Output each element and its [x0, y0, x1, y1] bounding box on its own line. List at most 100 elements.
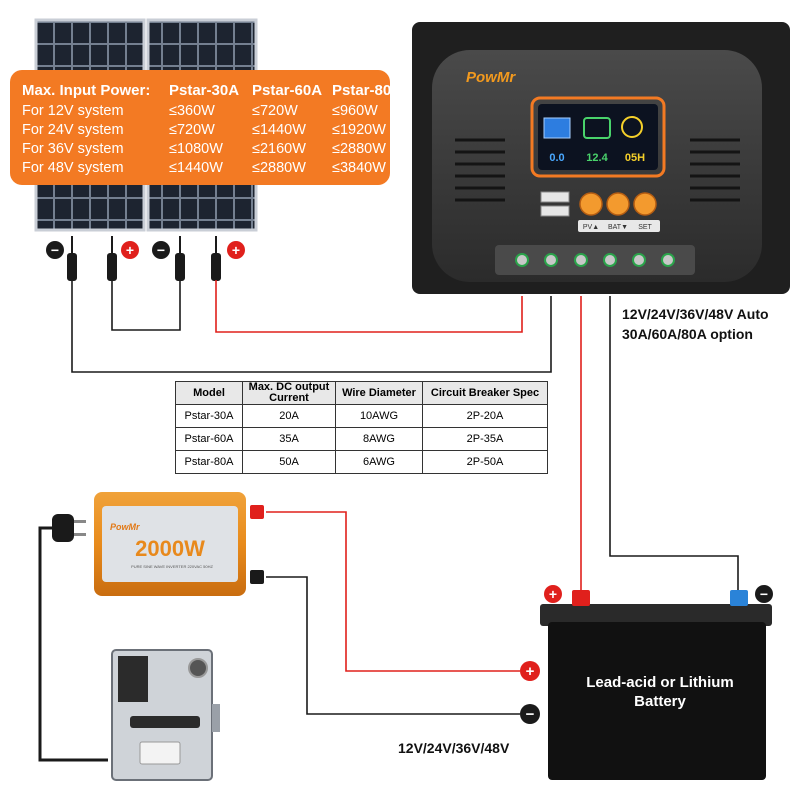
power-cell: ≤1440W [252, 122, 306, 138]
spec-cell: 50A [242, 450, 336, 474]
ac-plug [52, 514, 86, 542]
usb-port-top [540, 191, 570, 203]
ac-cable [38, 526, 108, 762]
bulb-icon [621, 116, 643, 138]
panel-polarity-badges: − + − + [46, 241, 245, 259]
set-button[interactable] [633, 192, 657, 216]
power-cell: ≤720W [252, 103, 298, 119]
panel1-positive-icon [121, 241, 139, 259]
spec-cell: Pstar-80A [175, 450, 243, 474]
display-battery-value: 12.4 [586, 152, 608, 164]
battery-negative-wire [609, 296, 739, 590]
power-cell: ≤1440W [169, 160, 223, 176]
battery: + − Lead-acid or Lithium Battery [540, 585, 773, 780]
controller-voltage-note: 12V/24V/36V/48V Auto 30A/60A/80A option [622, 304, 769, 344]
panel2-positive-icon [227, 241, 245, 259]
spec-table-row: Pstar-80A 50A 6AWG 2P-50A [175, 450, 548, 474]
charge-controller: PowMr 0.0 12.4 05H PV▲ BAT▼ SET [412, 22, 790, 294]
power-cell: ≤720W [169, 122, 215, 138]
terminal-screws [515, 253, 675, 267]
spec-cell: 20A [242, 404, 336, 428]
power-row-label: For 12V system [22, 103, 124, 119]
panel-connectors [67, 236, 221, 281]
bat-button-label: BAT▼ [608, 224, 628, 231]
pv-negative-wire [71, 280, 552, 373]
battery-negative-post [730, 590, 748, 606]
spec-cell: 2P-20A [422, 404, 548, 428]
spec-header-model: Model [175, 381, 243, 405]
max-input-power-table: Max. Input Power: Pstar-30A Pstar-60A Ps… [10, 70, 402, 185]
power-header-80a: Pstar-80A [332, 82, 403, 99]
wiring-spec-table: Model Max. DC output Current Wire Diamet… [175, 381, 548, 474]
power-cell: ≤960W [332, 103, 378, 119]
controller-display-bezel [530, 96, 666, 178]
battery-positive-icon [544, 585, 562, 603]
spec-cell: 2P-35A [422, 427, 548, 451]
spec-cell: 10AWG [335, 404, 423, 428]
set-button-label: SET [638, 224, 652, 231]
power-cell: ≤3840W [332, 160, 386, 176]
pv-up-button[interactable] [579, 192, 603, 216]
power-cell: ≤1080W [169, 141, 223, 157]
battery-icon [583, 117, 611, 139]
battery-label-line1: Lead-acid or Lithium [586, 674, 734, 691]
power-cell: ≤2880W [252, 160, 306, 176]
pv-button-label: PV▲ [583, 224, 599, 231]
battery-negative-icon [755, 585, 773, 603]
button-label-plate [578, 220, 660, 232]
battery-voltage-label: 12V/24V/36V/48V [398, 740, 510, 756]
spec-cell: Pstar-30A [175, 404, 243, 428]
inverter-positive-terminal [250, 505, 264, 519]
coffee-machine [111, 649, 220, 781]
spec-cell: 6AWG [335, 450, 423, 474]
spec-header-current: Max. DC output Current [242, 381, 336, 405]
power-row-label: For 36V system [22, 141, 124, 157]
battery-lid [540, 604, 772, 626]
display-load-value: 05H [625, 152, 645, 164]
battery-body [548, 622, 766, 780]
controller-note-line2: 30A/60A/80A option [622, 326, 753, 342]
panel1-negative-icon [46, 241, 64, 259]
controller-cooling-fins [455, 138, 740, 202]
wire-end-badges: + − [520, 661, 540, 724]
panel1-negative-sign: − [51, 242, 59, 258]
display-pv-value: 0.0 [549, 152, 564, 164]
solar-panel-icon [543, 117, 571, 139]
inverter: PowMr 2000W PURE SINE WAVE INVERTER 220V… [94, 492, 264, 596]
spec-cell: Pstar-60A [175, 427, 243, 451]
spec-table-header: Model Max. DC output Current Wire Diamet… [175, 381, 548, 405]
spec-table-row: Pstar-60A 35A 8AWG 2P-35A [175, 427, 548, 451]
spec-cell: 35A [242, 427, 336, 451]
bat-down-button[interactable] [606, 192, 630, 216]
spec-cell: 8AWG [335, 427, 423, 451]
panel2-negative-icon [152, 241, 170, 259]
inverter-power: 2000W [135, 536, 205, 561]
pv-positive-wire [215, 280, 523, 333]
controller-brand: PowMr [466, 69, 516, 86]
inverter-negative-end-icon [520, 704, 540, 724]
coffee-machine-dial-icon [188, 658, 208, 678]
spec-table-row: Pstar-30A 20A 10AWG 2P-20A [175, 404, 548, 428]
power-header-30a: Pstar-30A [169, 82, 240, 99]
battery-positive-sign: + [549, 586, 557, 602]
power-header-60a: Pstar-60A [252, 82, 323, 99]
terminal-strip [495, 245, 695, 275]
spec-cell: 2P-50A [422, 450, 548, 474]
inverter-face [102, 506, 238, 582]
battery-label-line2: Battery [634, 693, 686, 710]
inverter-subtitle: PURE SINE WAVE INVERTER 220VAC 50HZ [131, 564, 213, 569]
power-cell: ≤2880W [332, 141, 386, 157]
inverter-negative-end-sign: − [526, 706, 535, 723]
power-row-label: For 48V system [22, 160, 124, 176]
controller-note-line1: 12V/24V/36V/48V Auto [622, 306, 769, 322]
panel2-positive-sign: + [232, 242, 240, 258]
inverter-brand: PowMr [110, 522, 140, 532]
power-cell: ≤360W [169, 103, 215, 119]
power-cell: ≤2160W [252, 141, 306, 157]
battery-negative-sign: − [760, 586, 768, 602]
battery-positive-post [572, 590, 590, 606]
power-row-label: For 24V system [22, 122, 124, 138]
panel1-positive-sign: + [126, 242, 134, 258]
